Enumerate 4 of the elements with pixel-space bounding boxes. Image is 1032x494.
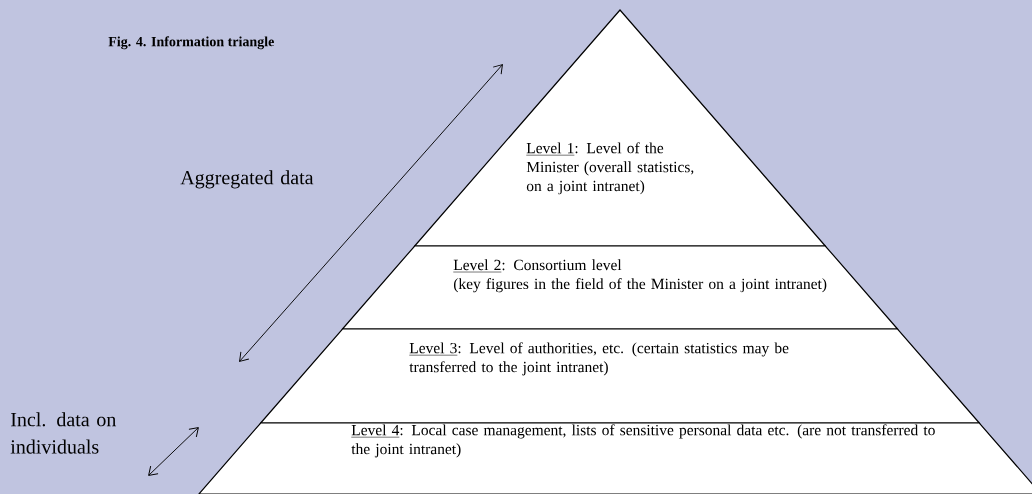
pyramid-level: Level 2: Consortium level (key figures in the field of the Minister on a joint intranet) — [341, 245, 899, 330]
side-label: Incl. data on individuals — [10, 412, 117, 454]
side-label: Aggregated data — [180, 170, 314, 189]
figure-title: Fig. 4. Information triangle — [108, 36, 274, 50]
